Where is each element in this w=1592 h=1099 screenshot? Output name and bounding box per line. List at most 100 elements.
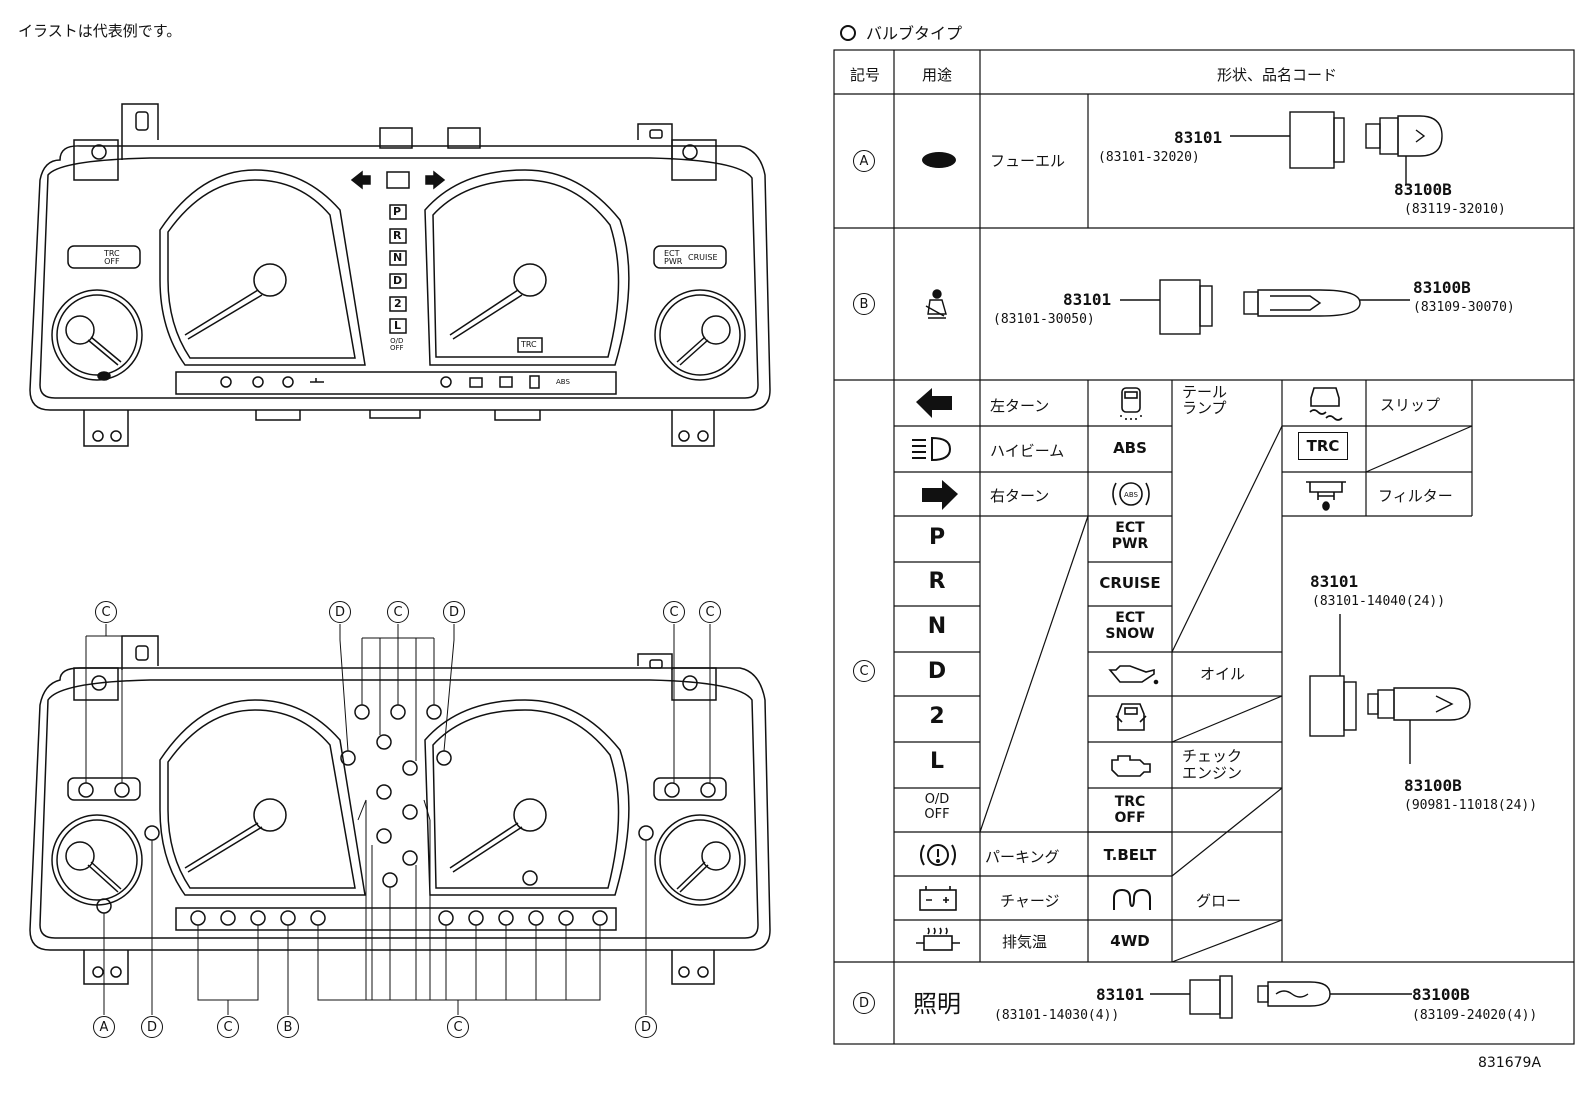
fuel-indicator-icon xyxy=(922,152,956,168)
socket-circles xyxy=(78,704,716,926)
exhaust-temp-label: 排気温 xyxy=(1002,933,1048,951)
gear-p: P xyxy=(393,205,402,218)
callout-top-c2: C xyxy=(387,601,409,623)
callout-bottom-d2: D xyxy=(635,1016,657,1038)
row-label-c: C xyxy=(853,660,875,682)
left-turn-label: 左ターン xyxy=(990,397,1050,415)
abs-label: ABS xyxy=(556,378,570,386)
gear-d: D xyxy=(393,274,403,287)
row-a-socket: 83101 xyxy=(1174,128,1223,147)
callout-bottom-a: A xyxy=(93,1016,115,1038)
door-icon xyxy=(1115,703,1147,731)
row-a-socket-code: (83101-32020) xyxy=(1098,150,1200,165)
check-engine-icon xyxy=(1111,755,1151,777)
trc-box-text: TRC xyxy=(1298,432,1348,460)
callout-top-d2: D xyxy=(443,601,465,623)
row-a-bulb-code: (83119-32010) xyxy=(1404,202,1506,217)
gear-l: L xyxy=(394,319,402,332)
ect-snow-text: ECT SNOW xyxy=(1105,610,1155,642)
od-off-label: O/D OFF xyxy=(390,337,404,352)
filter-label: フィルター xyxy=(1378,487,1453,505)
gear-2-symbol: 2 xyxy=(929,704,945,729)
callout-top-c4: C xyxy=(699,601,721,623)
row-label-b: B xyxy=(853,293,875,315)
row-a-bulb-socket-drawing xyxy=(1230,111,1443,184)
row-c-bulb-socket-drawing xyxy=(1309,614,1471,764)
row-d-bulb: 83100B xyxy=(1412,985,1470,1004)
row-d-socket: 83101 xyxy=(1096,985,1145,1004)
trc-off-label: TRC OFF xyxy=(104,249,120,266)
header-use: 用途 xyxy=(921,66,952,84)
tail-lamp-icon xyxy=(1120,387,1142,420)
gear-d-symbol: D xyxy=(927,659,947,684)
charge-label: チャージ xyxy=(1000,892,1060,910)
callout-bottom-c1: C xyxy=(217,1016,239,1038)
row-d-use: 照明 xyxy=(913,990,961,1018)
gear-n-symbol: N xyxy=(927,614,947,639)
tbelt-text: T.BELT xyxy=(1103,846,1157,864)
row-c-socket-code: (83101-14040(24)) xyxy=(1312,594,1446,609)
parking-brake-icon xyxy=(920,844,956,866)
callout-bottom-d1: D xyxy=(141,1016,163,1038)
row-c-socket: 83101 xyxy=(1310,572,1359,591)
right-turn-label: 右ターン xyxy=(990,487,1050,505)
ect-pwr-text: ECT PWR xyxy=(1111,520,1149,552)
header-symbol: 記号 xyxy=(849,66,880,84)
row-c-bulb-code: (90981-11018(24)) xyxy=(1404,798,1538,813)
cruise-label: CRUISE xyxy=(688,253,718,262)
left-turn-icon xyxy=(916,388,952,418)
callout-top-c1: C xyxy=(95,601,117,623)
row-label-d: D xyxy=(853,992,875,1014)
charge-icon xyxy=(919,886,957,911)
high-beam-icon xyxy=(912,436,952,462)
cluster-top xyxy=(29,103,771,447)
callout-bottom-b: B xyxy=(277,1016,299,1038)
row-b-socket: 83101 xyxy=(1063,290,1112,309)
glow-icon xyxy=(1113,888,1151,910)
row-b-bulb: 83100B xyxy=(1413,278,1471,297)
filter-icon xyxy=(1306,481,1346,511)
oil-icon xyxy=(1108,665,1159,685)
check-engine-label: チェック エンジン xyxy=(1182,747,1243,782)
ect-pwr-label: ECT PWR xyxy=(664,249,683,266)
row-c-bulb: 83100B xyxy=(1404,776,1462,795)
glow-label: グロー xyxy=(1196,892,1242,910)
circle-marker-icon xyxy=(840,25,856,41)
row-label-a: A xyxy=(853,150,875,172)
leader-lines xyxy=(85,624,711,1015)
parking-label: パーキング xyxy=(985,848,1060,866)
row-b-bulb-code: (83109-30070) xyxy=(1413,300,1515,315)
callout-top-d1: D xyxy=(329,601,351,623)
gear-r-symbol: R xyxy=(928,569,946,594)
row-a-bulb: 83100B xyxy=(1394,180,1452,199)
trc-label: TRC xyxy=(521,340,537,349)
seatbelt-icon xyxy=(925,289,947,319)
right-turn-icon xyxy=(922,480,958,510)
abs-circle-icon: ABS xyxy=(1112,482,1150,506)
trc-off-text: TRC OFF xyxy=(1114,794,1146,826)
svg-text:ABS: ABS xyxy=(1124,491,1138,499)
cluster-bottom xyxy=(29,624,771,1015)
gear-p-symbol: P xyxy=(928,525,946,550)
gear-n: N xyxy=(393,251,403,264)
row-a-use: フューエル xyxy=(990,152,1066,170)
oil-label: オイル xyxy=(1200,665,1246,683)
row-b-bulb-socket-drawing xyxy=(1120,279,1410,335)
gear-r: R xyxy=(393,229,402,242)
od-off-symbol: O/D OFF xyxy=(924,792,950,822)
row-d-socket-code: (83101-14030(4)) xyxy=(994,1008,1120,1023)
gear-2: 2 xyxy=(394,297,402,310)
slip-label: スリップ xyxy=(1380,396,1441,414)
bulb-type-title: バルブタイプ xyxy=(840,20,962,44)
figure-code: 831679A xyxy=(1478,1055,1542,1071)
row-d-bulb-code: (83109-24020(4)) xyxy=(1412,1008,1538,1023)
bulb-type-label: バルブタイプ xyxy=(866,24,963,43)
callout-bottom-c2: C xyxy=(447,1016,469,1038)
gear-l-symbol: L xyxy=(929,749,945,774)
callout-top-c3: C xyxy=(663,601,685,623)
4wd-text: 4WD xyxy=(1110,932,1150,950)
exhaust-temp-icon xyxy=(916,927,960,951)
cruise-text: CRUISE xyxy=(1099,574,1161,592)
tail-lamp-label: テール ランプ xyxy=(1182,383,1228,417)
row-d-bulb-socket-drawing xyxy=(1150,975,1412,1019)
